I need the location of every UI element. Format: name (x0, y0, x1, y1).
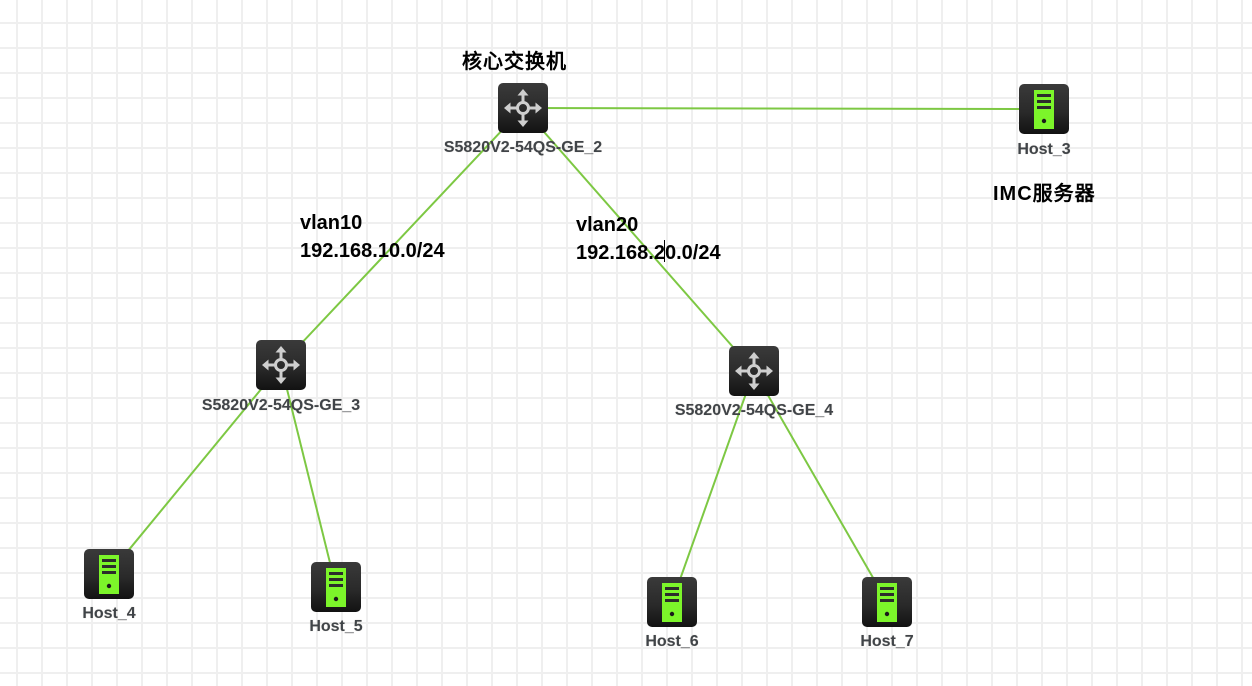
vlan20-subnet-part2: 0.0/24 (664, 242, 721, 264)
host-6-node[interactable] (647, 577, 697, 627)
vlan10-annotation: vlan10 192.168.10.0/24 (300, 209, 445, 265)
vlan10-name: vlan10 (300, 212, 363, 234)
host-6-label[interactable]: Host_6 (645, 633, 699, 650)
host-7-label[interactable]: Host_7 (860, 633, 914, 650)
imc-server-label: IMC服务器 (993, 183, 1096, 205)
switch-4-label[interactable]: S5820V2-54QS-GE_4 (674, 402, 834, 419)
link-sw3-host5[interactable] (280, 364, 337, 588)
switch-arrows-icon (733, 350, 775, 392)
core-switch-title: 核心交换机 (462, 49, 567, 73)
switch-3-label[interactable]: S5820V2-54QS-GE_3 (201, 397, 361, 414)
link-core-sw4[interactable] (522, 107, 755, 372)
switch-4-node[interactable] (729, 346, 779, 396)
core-switch-node[interactable] (498, 83, 548, 133)
host-5-label[interactable]: Host_5 (309, 618, 363, 635)
server-icon (662, 583, 682, 622)
host-4-label[interactable]: Host_4 (82, 605, 136, 622)
link-sw4-host7[interactable] (753, 370, 888, 603)
switch-arrows-icon (260, 344, 302, 386)
host-7-node[interactable] (862, 577, 912, 627)
server-icon (99, 555, 119, 594)
link-sw3-host4[interactable] (108, 364, 282, 575)
vlan20-subnet[interactable]: 192.168.20.0/24 (576, 239, 721, 267)
text-cursor (664, 240, 666, 262)
vlan20-subnet-part1: 192.168.2 (576, 242, 665, 264)
host-5-node[interactable] (311, 562, 361, 612)
link-core-host3[interactable] (522, 107, 1045, 110)
host-3-node[interactable] (1019, 84, 1069, 134)
server-icon (326, 568, 346, 607)
vlan20-annotation[interactable]: vlan20 192.168.20.0/24 (576, 211, 721, 267)
core-switch-label[interactable]: S5820V2-54QS-GE_2 (443, 139, 603, 156)
server-icon (877, 583, 897, 622)
vlan10-subnet: 192.168.10.0/24 (300, 240, 445, 262)
server-icon (1034, 90, 1054, 129)
link-core-sw3[interactable] (280, 107, 524, 366)
link-sw4-host6[interactable] (671, 370, 755, 603)
switch-arrows-icon (502, 87, 544, 129)
host-4-node[interactable] (84, 549, 134, 599)
host-3-label[interactable]: Host_3 (1017, 141, 1071, 158)
vlan20-name: vlan20 (576, 214, 639, 236)
switch-3-node[interactable] (256, 340, 306, 390)
